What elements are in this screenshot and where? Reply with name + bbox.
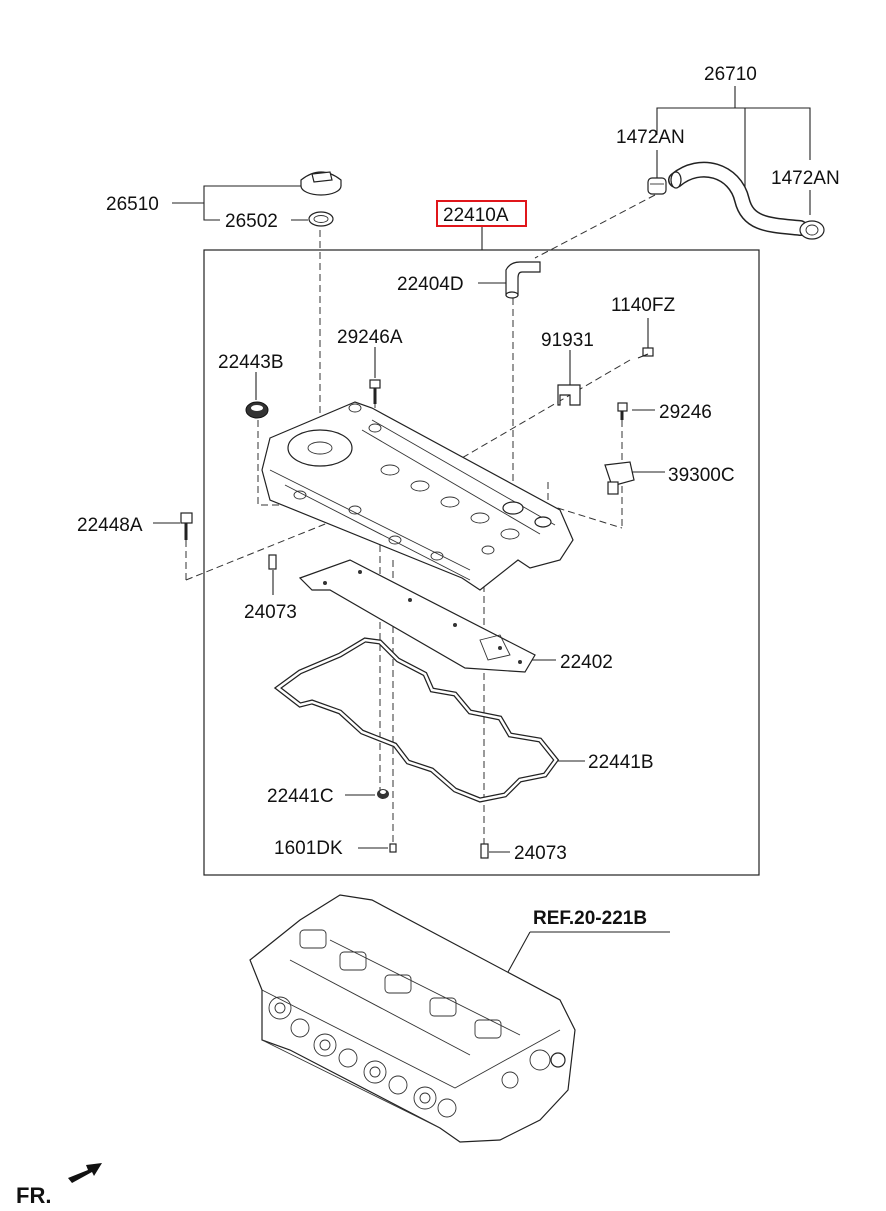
front-direction-label: FR.: [16, 1183, 51, 1208]
label-26510: 26510: [106, 194, 159, 215]
oil-filler-cap: [300, 171, 342, 196]
cylinder-head-cover: [261, 401, 574, 591]
washer-1601dk: [389, 843, 397, 853]
label-1472an-upper: 1472AN: [616, 127, 685, 148]
cap-gasket: [308, 211, 334, 227]
label-91931: 91931: [541, 330, 594, 351]
label-29246a: 29246A: [337, 327, 403, 348]
label-39300c: 39300C: [668, 465, 735, 486]
bolt-29246a: [369, 379, 381, 404]
label-22404d: 22404D: [397, 274, 464, 295]
label-29246: 29246: [659, 402, 712, 423]
bolt-1140fz: [637, 347, 654, 359]
breather-hose: [668, 161, 808, 236]
label-24073-lower: 24073: [514, 843, 567, 864]
label-1140fz: 1140FZ: [611, 295, 675, 316]
label-1601dk: 1601DK: [274, 838, 343, 859]
seal-22441c: [377, 789, 389, 799]
cam-position-sensor: [604, 461, 635, 495]
label-1472an-lower: 1472AN: [771, 168, 840, 189]
label-22443b: 22443B: [218, 352, 284, 373]
cover-gasket-22441b: [273, 637, 560, 803]
label-22402: 22402: [560, 652, 613, 673]
bracket-91931: [557, 384, 581, 406]
label-26710: 26710: [704, 64, 757, 85]
label-22441c: 22441C: [267, 786, 334, 807]
label-24073-upper: 24073: [244, 602, 297, 623]
bolt-29246: [617, 402, 628, 420]
label-26502: 26502: [225, 211, 278, 232]
bolt-22448a: [180, 512, 193, 540]
front-arrow-icon: [68, 1163, 102, 1183]
reference-label: REF.20-221B: [533, 908, 647, 929]
highlight-22410a: [436, 200, 527, 227]
cylinder-head-reference: [249, 894, 576, 1143]
seal-22443b: [245, 401, 269, 419]
label-22410a: 22410A: [443, 205, 509, 226]
hose-clamp-upper: [647, 177, 667, 195]
pcv-elbow: [505, 261, 541, 299]
label-22448a: 22448A: [77, 515, 143, 536]
hose-clamp-lower: [799, 220, 825, 240]
dowel-pin-upper: [268, 554, 277, 570]
leader-lines: [153, 86, 811, 973]
baffle-plate-22402: [298, 559, 536, 673]
dowel-pin-lower: [480, 843, 489, 859]
label-22441b: 22441B: [588, 752, 654, 773]
